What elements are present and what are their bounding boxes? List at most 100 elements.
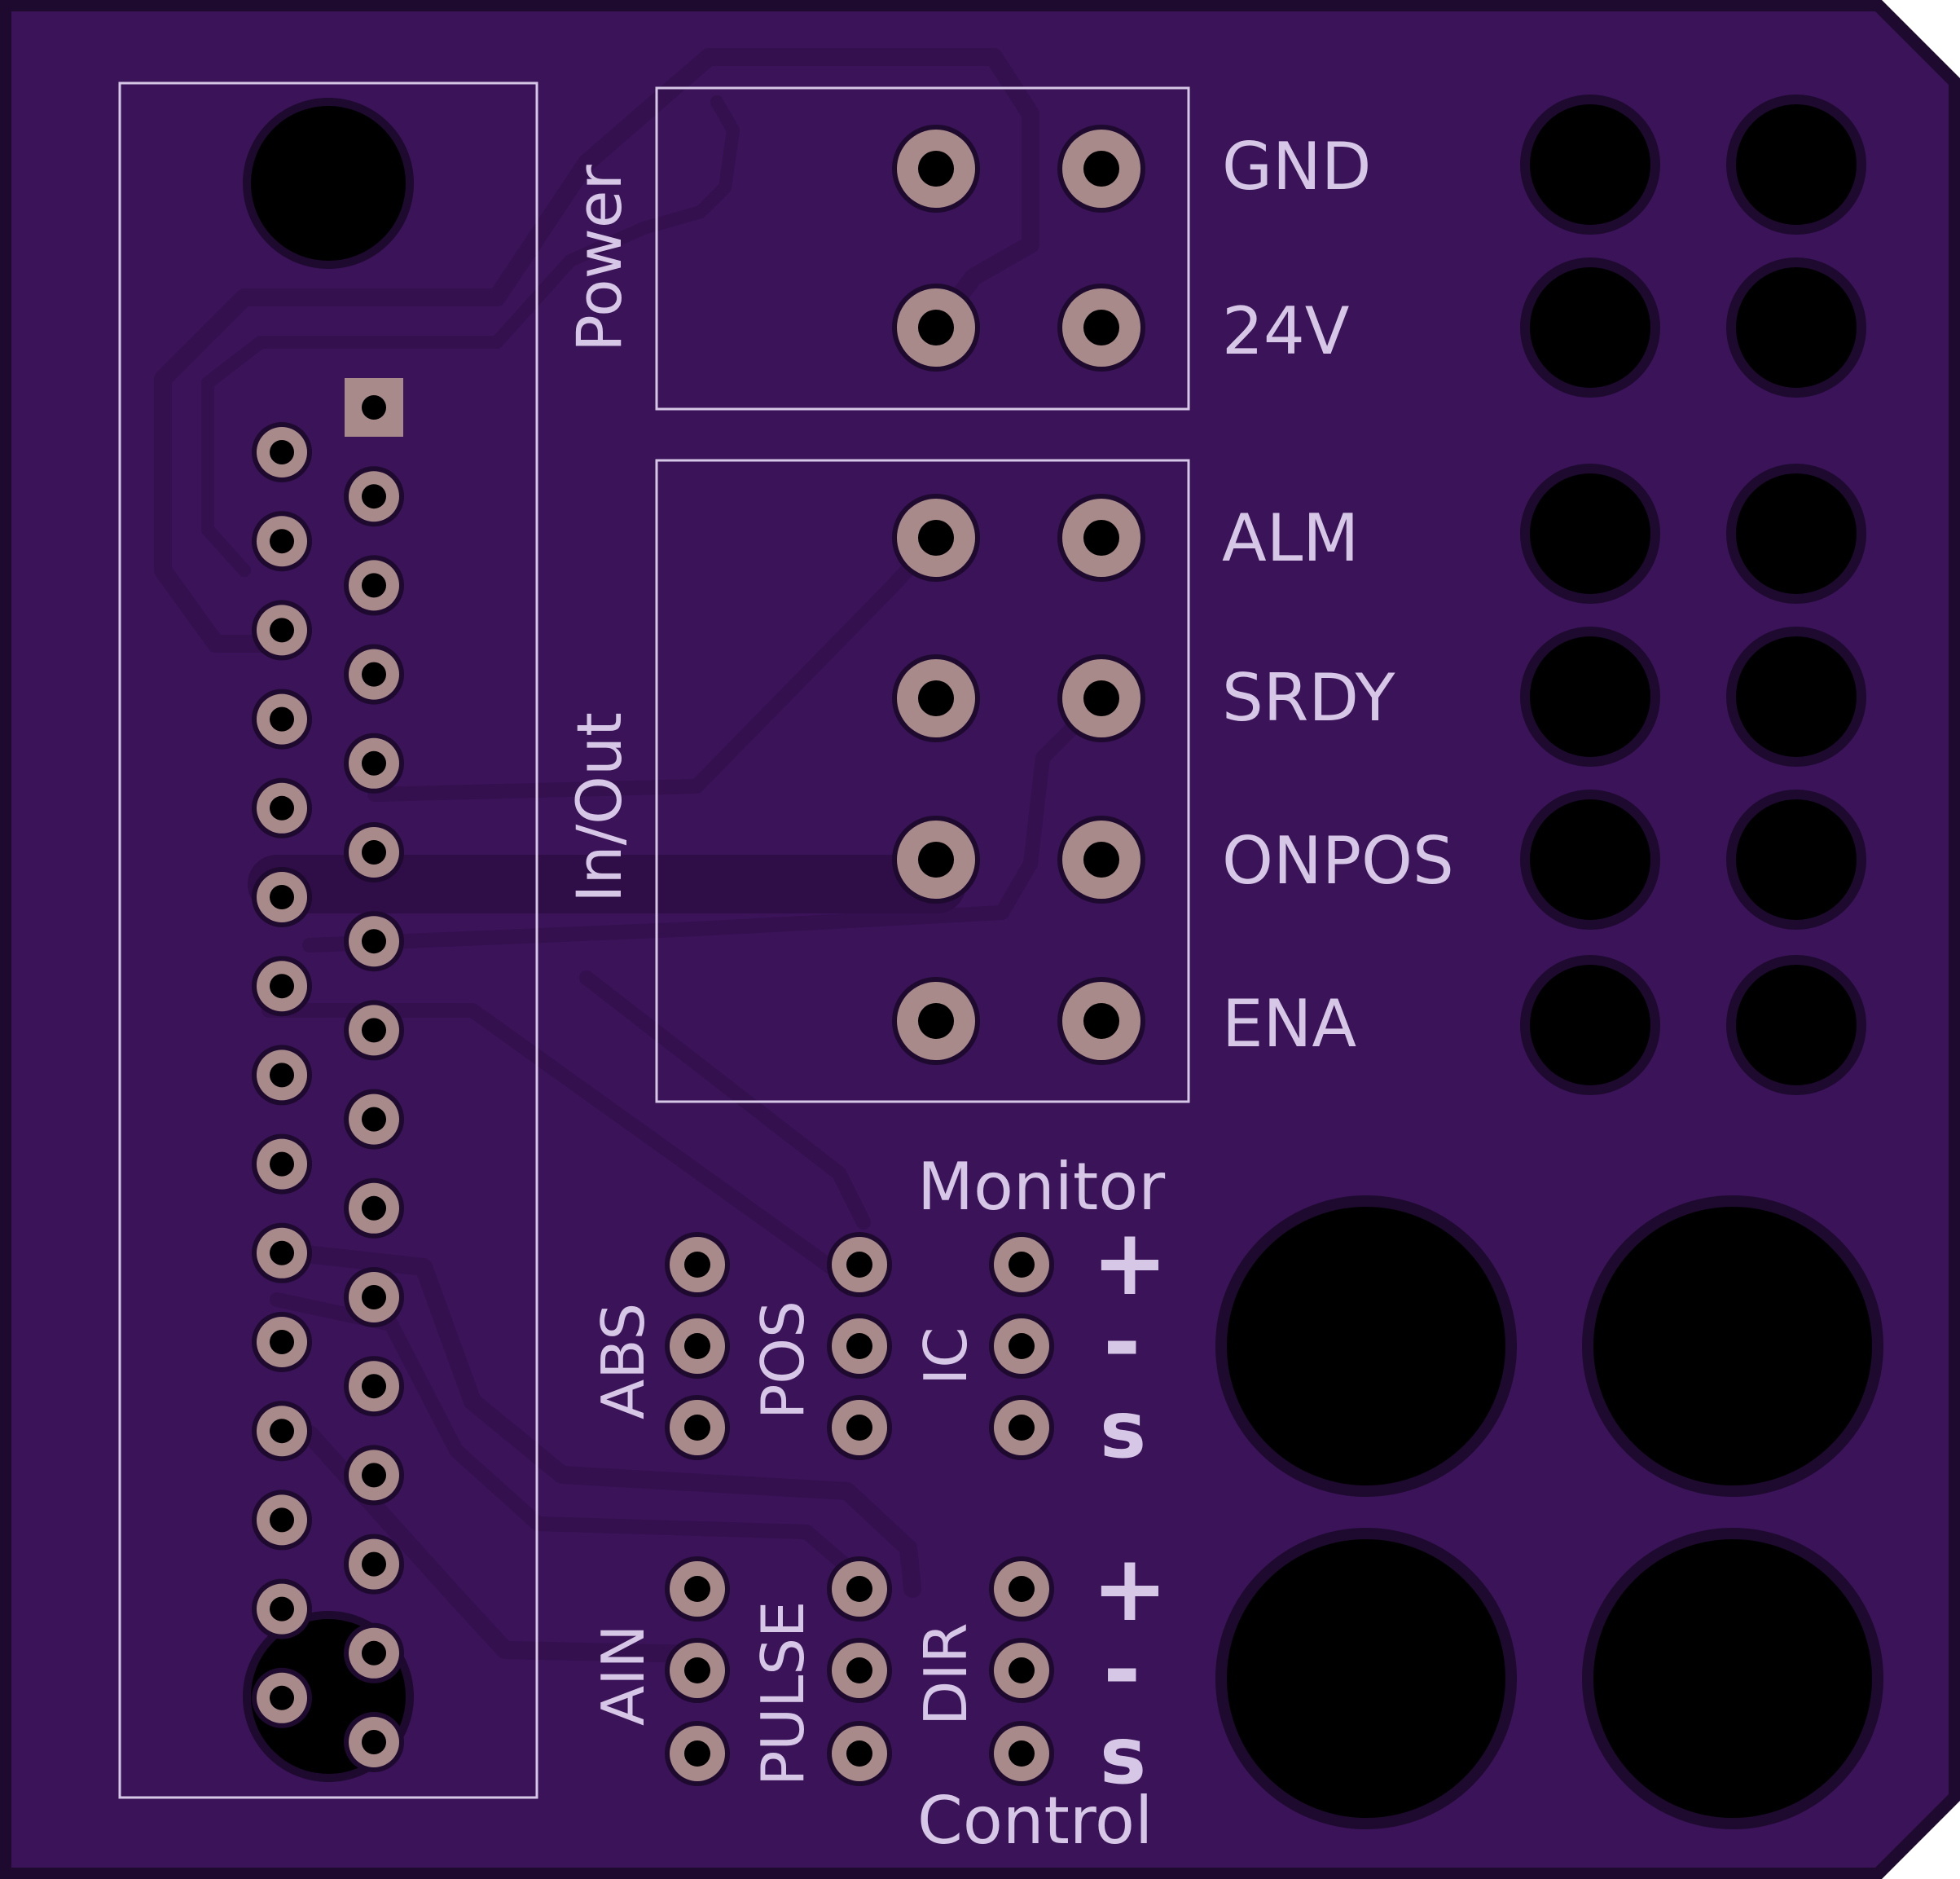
pad-drill xyxy=(1083,310,1119,345)
bnc-hole xyxy=(1215,1528,1517,1829)
trace-power-inner xyxy=(201,95,740,577)
io-pad xyxy=(1057,494,1145,582)
control-pad xyxy=(827,1556,892,1622)
label-control-s: s xyxy=(1100,1710,1146,1802)
monitor-pad xyxy=(665,1232,730,1297)
control-pad xyxy=(665,1556,730,1622)
pad-drill xyxy=(1083,842,1119,878)
pad-drill xyxy=(270,1063,294,1088)
pad-drill xyxy=(362,1018,386,1043)
header-pin xyxy=(252,867,312,927)
header-pin xyxy=(252,511,312,572)
header-pin xyxy=(344,822,404,882)
pad-drill xyxy=(270,1685,294,1710)
control-pad xyxy=(665,1638,730,1703)
pad-drill xyxy=(270,618,294,643)
terminal-hole xyxy=(1520,627,1660,767)
monitor-pad xyxy=(827,1232,892,1297)
header-pin xyxy=(252,600,312,661)
terminal-hole xyxy=(1726,464,1866,604)
silkscreen-boxes xyxy=(118,81,1190,1799)
label-pulse: PULSE xyxy=(749,1601,817,1786)
pad-drill xyxy=(362,1640,386,1666)
label-onpos: ONPOS xyxy=(1222,823,1454,899)
io-pad xyxy=(1057,977,1145,1065)
pad-drill xyxy=(1009,1333,1035,1359)
io-pad xyxy=(1057,654,1145,742)
pad-drill xyxy=(1009,1740,1035,1767)
trace-monitor-2 xyxy=(579,970,871,1230)
label-pos: POS xyxy=(749,1300,817,1419)
header-pin xyxy=(344,1622,404,1683)
pad-drill xyxy=(846,1657,872,1683)
pad-drill xyxy=(362,1374,386,1399)
header-pin xyxy=(252,689,312,750)
pad-drill xyxy=(918,310,954,345)
terminal-hole xyxy=(1726,790,1866,930)
mounting-hole xyxy=(243,98,414,269)
io-pad xyxy=(892,977,980,1065)
label-alm: ALM xyxy=(1222,500,1359,576)
terminal-hole xyxy=(1726,955,1866,1095)
power-pad xyxy=(892,284,980,372)
pad-drill xyxy=(918,680,954,716)
inout-terminal-outline xyxy=(655,459,1190,1103)
header-pin xyxy=(252,1312,312,1372)
pad-drill xyxy=(918,151,954,187)
bnc-hole xyxy=(1582,1528,1883,1829)
pad-drill xyxy=(362,840,386,865)
pad-drill xyxy=(684,1415,710,1441)
pad-drill xyxy=(1009,1576,1035,1602)
through-hole-pads xyxy=(252,125,1145,1786)
trace-control xyxy=(268,1242,921,1598)
pad-drill xyxy=(1009,1657,1035,1683)
pad-drill xyxy=(362,662,386,687)
io-pad xyxy=(892,494,980,582)
label-monitor-plus: + xyxy=(1092,1210,1168,1316)
label-ena: ENA xyxy=(1222,986,1356,1062)
trace-control-2 xyxy=(301,1425,710,1663)
monitor-pad xyxy=(827,1395,892,1460)
pad-drill xyxy=(1083,680,1119,716)
pad-drill xyxy=(846,1252,872,1278)
header-pin xyxy=(344,733,404,794)
pad-drill xyxy=(684,1576,710,1602)
pad-drill xyxy=(362,1551,386,1577)
control-pad xyxy=(989,1556,1054,1622)
control-pad xyxy=(989,1721,1054,1786)
monitor-pad xyxy=(989,1395,1054,1460)
pad-drill xyxy=(270,1419,294,1444)
header-pin xyxy=(344,1267,404,1327)
io-pad xyxy=(892,816,980,904)
pad-drill xyxy=(362,929,386,954)
header-pin xyxy=(344,1712,404,1772)
monitor-pad xyxy=(665,1395,730,1460)
label-power: Power xyxy=(563,164,635,352)
io-pad xyxy=(1057,816,1145,904)
header-pin xyxy=(252,1490,312,1551)
header-pin xyxy=(344,1356,404,1417)
pad-drill xyxy=(362,1730,386,1754)
header-pin xyxy=(252,1222,312,1283)
header-pin xyxy=(252,1401,312,1462)
pad-drill xyxy=(846,1415,872,1441)
power-terminal-outline xyxy=(655,86,1190,411)
header-pin xyxy=(252,1667,312,1728)
label-control-plus: + xyxy=(1092,1536,1168,1642)
pad-drill xyxy=(270,885,294,909)
terminal-hole xyxy=(1726,95,1866,235)
header-pin-1-drill xyxy=(362,395,386,420)
header-pin xyxy=(252,777,312,838)
label-24v: 24V xyxy=(1222,293,1350,369)
trace-power-loop xyxy=(154,48,1039,653)
io-pad xyxy=(892,654,980,742)
header-pin xyxy=(252,1578,312,1639)
control-pad xyxy=(827,1638,892,1703)
pad-drill xyxy=(1083,1003,1119,1039)
pad-drill xyxy=(684,1252,710,1278)
header-pin xyxy=(344,1177,404,1239)
label-srdy: SRDY xyxy=(1222,660,1396,736)
control-pad xyxy=(989,1638,1054,1703)
terminal-hole xyxy=(1726,627,1866,767)
terminal-hole xyxy=(1726,257,1866,398)
